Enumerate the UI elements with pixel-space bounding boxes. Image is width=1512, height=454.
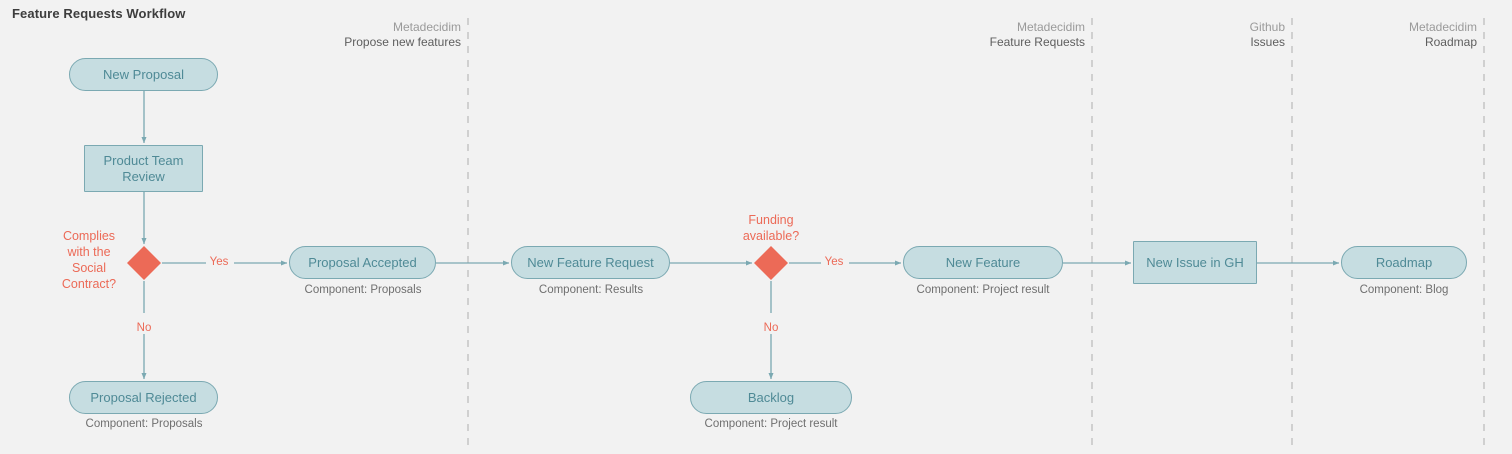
lane-header-github-issues: Github Issues [1250, 20, 1285, 50]
lane-header-line2: Roadmap [1424, 35, 1477, 49]
label-social-contract-decision: Complies with the Social Contract? [61, 229, 117, 291]
node-backlog[interactable]: Backlog [690, 381, 852, 414]
node-product-team-review[interactable]: Product Team Review [84, 145, 203, 192]
caption-new-feature: Component: Project result [916, 284, 1050, 296]
caption-roadmap: Component: Blog [1359, 284, 1449, 296]
lane-header-feature-requests: Metadecidim Feature Requests [990, 20, 1085, 50]
caption-new-feature-request: Component: Results [538, 284, 644, 296]
lane-header-line1: Metadecidim [392, 20, 461, 34]
lane-header-line2: Issues [1250, 35, 1285, 49]
lane-header-line2: Propose new features [344, 35, 461, 49]
social-contract-decision-diamond [127, 246, 161, 280]
node-proposal-accepted[interactable]: Proposal Accepted [289, 246, 436, 279]
lane-header-metadecidim-roadmap: Metadecidim Roadmap [1409, 20, 1477, 50]
edge-label-yes-social: Yes [206, 256, 232, 268]
lane-header-line1: Metadecidim [1016, 20, 1085, 34]
edge-label-yes-funding: Yes [821, 256, 847, 268]
caption-proposal-rejected: Component: Proposals [85, 418, 203, 430]
node-new-feature-request[interactable]: New Feature Request [511, 246, 670, 279]
edge-label-no-social: No [133, 322, 155, 334]
lane-header-line1: Github [1249, 20, 1285, 34]
edge-label-no-funding: No [760, 322, 782, 334]
lane-header-line1: Metadecidim [1408, 20, 1477, 34]
label-funding-decision: Funding available? [742, 213, 800, 243]
funding-decision-diamond [754, 246, 788, 280]
node-new-proposal[interactable]: New Proposal [69, 58, 218, 91]
caption-proposal-accepted: Component: Proposals [304, 284, 422, 296]
node-proposal-rejected[interactable]: Proposal Rejected [69, 381, 218, 414]
node-new-feature[interactable]: New Feature [903, 246, 1063, 279]
lane-header-line2: Feature Requests [989, 35, 1085, 49]
node-roadmap[interactable]: Roadmap [1341, 246, 1467, 279]
lane-header-propose-new-features: Metadecidim Propose new features [344, 20, 461, 50]
caption-backlog: Component: Project result [704, 418, 838, 430]
node-new-issue-in-gh[interactable]: New Issue in GH [1133, 241, 1257, 284]
page-title: Feature Requests Workflow [12, 6, 186, 21]
